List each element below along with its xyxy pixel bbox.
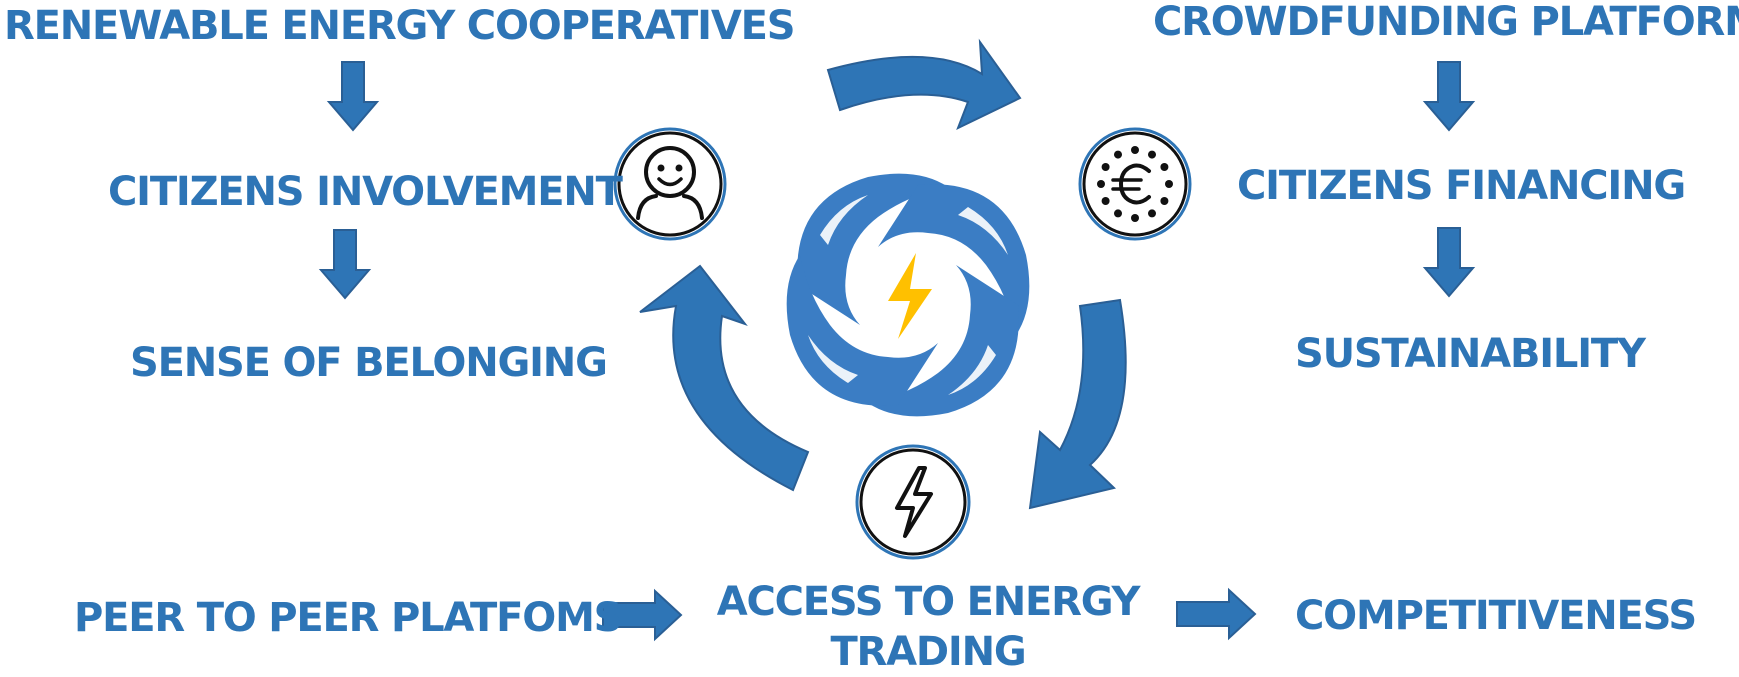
arrow-down-financing-to-sustainability xyxy=(1424,227,1474,297)
hands-lightning-logo xyxy=(786,173,1030,417)
label-citizens-involvement: CITIZENS INVOLVEMENT xyxy=(108,169,623,215)
smiley-person-icon xyxy=(613,127,727,241)
label-access-to-energy: ACCESS TO ENERGY xyxy=(716,579,1141,625)
label-sense-of-belonging: SENSE OF BELONGING xyxy=(130,340,608,386)
label-peer-to-peer-platforms: PEER TO PEER PLATFOMS xyxy=(74,595,622,641)
cycle-arrow-right xyxy=(1028,298,1127,510)
arrow-down-involvement-to-belonging xyxy=(320,229,370,299)
lightning-bolt-icon xyxy=(855,444,971,560)
euro-stars-icon xyxy=(1078,127,1192,241)
bolt-yellow xyxy=(888,253,932,339)
label-citizens-financing: CITIZENS FINANCING xyxy=(1237,163,1686,209)
label-crowdfunding-platforms: CROWDFUNDING PLATFORMS xyxy=(1153,0,1739,45)
label-renewable-energy-cooperatives: RENEWABLE ENERGY COOPERATIVES xyxy=(4,3,796,49)
label-competitiveness: COMPETITIVENESS xyxy=(1295,593,1697,639)
cycle-arrow-left xyxy=(639,264,810,492)
label-sustainability: SUSTAINABILITY xyxy=(1295,331,1646,377)
arrow-right-access-to-competitiveness xyxy=(1176,589,1256,639)
arrow-down-crowdfunding-to-financing xyxy=(1424,61,1474,131)
cycle-arrow-top xyxy=(826,38,1022,131)
label-trading: TRADING xyxy=(830,629,1026,675)
arrow-down-cooperatives-to-involvement xyxy=(328,61,378,131)
